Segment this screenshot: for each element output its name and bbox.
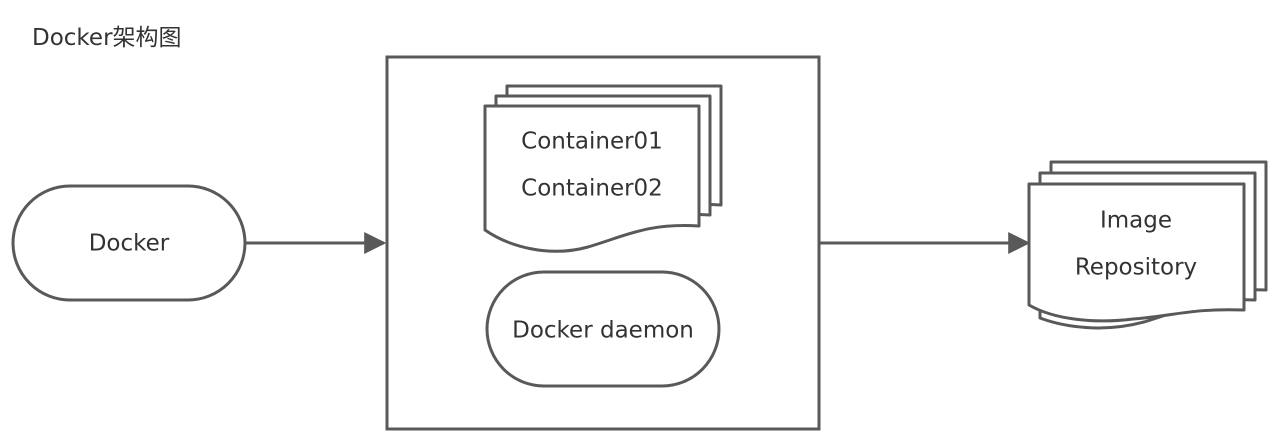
docker-daemon-node[interactable]: Docker daemon [485, 270, 721, 388]
repository-label-line2: Repository [1075, 255, 1197, 281]
repository-doc-front [1027, 182, 1246, 323]
docker-node-label: Docker [89, 231, 170, 257]
diagram-title: Docker架构图 [32, 25, 182, 51]
containers-doc-front [483, 104, 701, 253]
repository-label-line1: Image [1100, 208, 1172, 234]
image-repository-stack[interactable]: Image Repository [1027, 160, 1268, 330]
container01-label: Container01 [521, 129, 663, 155]
docker-node[interactable]: Docker [11, 184, 247, 302]
docker-daemon-shape [485, 270, 721, 388]
container02-label: Container02 [521, 176, 663, 202]
containers-stack[interactable]: Container01 Container02 [483, 84, 723, 253]
docker-daemon-label: Docker daemon [512, 318, 694, 344]
